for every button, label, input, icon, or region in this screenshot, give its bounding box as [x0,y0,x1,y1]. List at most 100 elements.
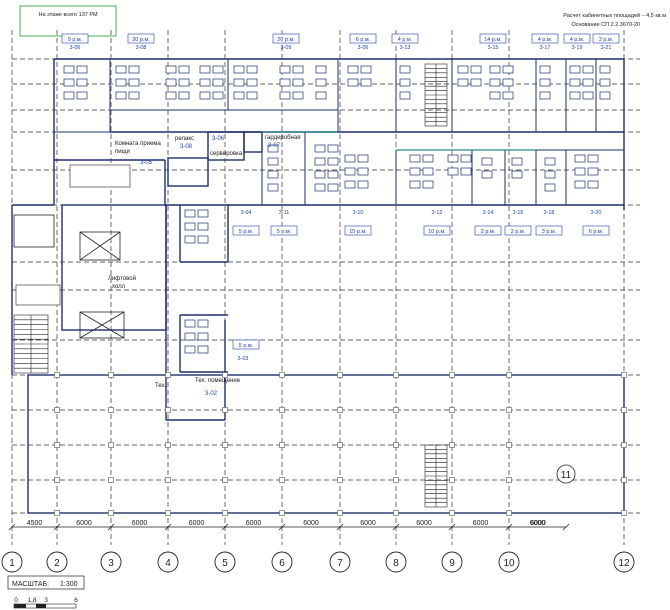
floor-total-text: На этаже всего 137 РМ [38,12,97,18]
capacity-value: 3 р.м. [542,229,557,235]
axis-label: 2 [54,558,60,569]
capacity-label-top: 6 р.м. 3-06 [349,33,377,51]
axis-label: 1 [9,558,15,569]
floor-total-box [19,5,117,37]
wardrobe-label: гардеробная [265,135,300,141]
capacity-value: 14 р.м. [484,37,502,43]
scale-tick: 3 [44,597,48,604]
capacity-value: 2 р.м. [511,229,526,235]
axis-marker: 3 [100,551,122,573]
svg-text:11: 11 [561,470,572,481]
capacity-value: 2 р.м. [481,229,496,235]
wardrobe-id: 3-07 [268,143,281,149]
axis-label: 8 [393,558,399,569]
axis-marker: 9 [441,551,463,573]
room-11-marker: 11 [556,464,576,484]
axis-marker: 4 [157,551,179,573]
restroom-fixtures [15,164,131,306]
dimension-value: 6000 [530,520,546,527]
room-id: 3-14 [482,210,493,216]
svg-text:5 р.м.: 5 р.м. [239,343,254,349]
axis-label: 4 [165,558,171,569]
svg-text:3-03: 3-03 [237,356,248,362]
axis-marker: 1 [1,551,23,573]
dimension-value: 6000 [530,520,546,527]
dimension-value: 6000 [303,520,319,527]
capacity-label-mid: 3-14 2 р.м. [474,210,502,236]
axis-marker: 2 [46,551,68,573]
capacity-label-top: 20 р.м. 3-08 [127,33,155,51]
elevators [13,214,125,339]
capacity-value: 20 р.м. [132,37,150,43]
dimension-value: 6000 [189,520,205,527]
room-id: 3-09 [280,45,291,51]
capacity-value: 10 р.м. [428,229,446,235]
axis-label: 10 [503,558,515,569]
capacity-label-mid: 3-18 3 р.м. [535,210,563,236]
axis-label: 12 [618,558,630,569]
capacity-label-top: 4 р.м.3-19 [563,33,591,51]
axis-marker: 7 [329,551,351,573]
capacity-label-mid: 3-206 р.м. [582,210,610,236]
elevator-hall-label-2: холл [112,284,126,290]
scale-label: МАСШТАБ: [12,581,49,588]
axis-label: 7 [337,558,343,569]
dimension-value: 6000 [360,520,376,527]
capacity-value: 3 р.м. [599,37,614,43]
capacity-label-mid: 3-16 2 р.м. [504,210,532,236]
capacity-label-top: 4 р.м. 3-13 [391,33,419,51]
capacity-label-top: 9 р.м.3-06 [61,33,89,51]
calc-note: Расчет кабинетных площадей – 4,5 кв.м [563,12,666,19]
capacity-value: 4 р.м. [398,37,413,43]
room-names: Комната приема пищи 3-05 релакс 3-08 3-0… [108,135,300,397]
serving-label: сервировка [210,151,243,157]
capacity-value: 20 р.м. [277,37,295,43]
dimension-value: 4500 [27,520,43,527]
desk-clusters [63,65,611,354]
scale-value: 1:300 [60,581,78,588]
room-id: 3-18 [543,210,554,216]
room-id: 3-17 [539,45,550,51]
capacity-value: 15 р.м. [349,229,367,235]
capacity-value: 4 р.м. [538,37,553,43]
room-id: 3-13 [399,45,410,51]
axis-marker: 10 [498,551,520,573]
axis-marker: 6 [271,551,293,573]
scale-tick: 0 [14,597,18,604]
axis-label: 3 [108,558,114,569]
reception-id: 3-05 [140,160,153,166]
dimension-value: 6000 [132,520,148,527]
axis-marker: 5 [214,551,236,573]
tech-room-label: Тех. помещение [195,378,241,384]
capacity-value: 9 р.м. [68,37,83,43]
room-id: 3-10 [352,210,363,216]
axis-grid [11,30,640,545]
axis-label: 9 [449,558,455,569]
room-id: 3-11 [279,210,290,216]
capacity-label-top: 14 р.м.3-15 [479,33,507,51]
axis-marker: 12 [613,551,635,573]
room-id: 3-04 [240,210,251,216]
room-id: 3-21 [600,45,611,51]
scale-tick: 1,8 [27,597,36,604]
glass-partitions [262,131,536,151]
capacity-value: 5 р.м. [277,229,292,235]
relax-id: 3-08 [180,144,193,150]
reception-label-2: пищи [115,149,130,155]
capacity-label-top: 3 р.м. 3-21 [592,33,620,51]
room-id: 3-16 [512,210,523,216]
capacity-value: 6 р.м. [356,37,371,43]
elevator-hall-label: Лифтовой [108,275,136,282]
axis-marker: 8 [385,551,407,573]
calc-basis: Основание СП 2.2.3670-20 [571,22,640,28]
room-id: 3-08 [135,45,146,51]
room-id: 3-06 [357,45,368,51]
dimension-value: 6000 [246,520,262,527]
